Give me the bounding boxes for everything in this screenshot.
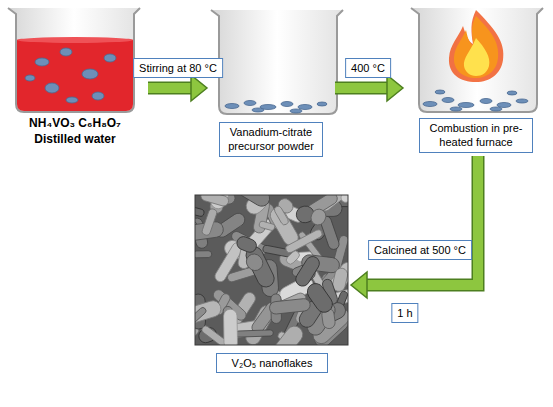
arrow-outline xyxy=(367,156,478,285)
arrow-head xyxy=(351,272,367,298)
process-arrow xyxy=(351,156,478,298)
sem-grain xyxy=(269,298,311,315)
beaker-combustion xyxy=(411,8,543,112)
product-box: V₂O₅ nanoflakes xyxy=(193,193,351,389)
sem-grain xyxy=(273,205,289,226)
beaker-powder xyxy=(211,10,343,114)
sem-grain xyxy=(195,306,207,338)
stage-label: Vanadium-citrate precursor powder xyxy=(219,122,323,157)
stage-box: Vanadium-citrate precursor powder xyxy=(207,8,335,158)
arrow-outline xyxy=(148,82,191,95)
stage-label: V₂O₅ nanoflakes xyxy=(216,353,328,373)
reagent-label: NH₄VO₃ C₆H₈O₇ Distilled water xyxy=(27,116,123,147)
sem-grain xyxy=(339,195,348,204)
sem-grain xyxy=(195,206,205,217)
sem-image xyxy=(173,176,362,362)
sem-grain xyxy=(293,254,322,289)
process-condition: Stirring at 80 °C xyxy=(133,58,223,78)
sem-grain xyxy=(235,330,273,337)
sem-grain xyxy=(309,207,329,227)
sem-grain xyxy=(223,309,237,345)
arrow-shaft xyxy=(367,156,478,285)
process-condition: Calcined at 500 °C xyxy=(368,240,472,260)
sem-grain xyxy=(201,208,218,236)
arrow-shaft xyxy=(148,83,191,93)
sem-grain xyxy=(304,280,336,315)
stage-label: Combustion in pre-heated furnace xyxy=(419,118,533,153)
sem-grain xyxy=(195,251,212,258)
process-arrow xyxy=(148,75,207,101)
sem-grain xyxy=(270,323,306,345)
arrow-head xyxy=(387,75,403,101)
process-arrow xyxy=(335,75,403,101)
sem-grain xyxy=(284,228,323,254)
stage-box: Combustion in pre-heated furnace xyxy=(403,4,549,156)
sem-grain xyxy=(243,251,266,274)
arrow-outline xyxy=(335,82,387,95)
sem-grain xyxy=(200,195,230,207)
time-label: 1 h xyxy=(391,303,418,323)
arrow-shaft xyxy=(335,83,387,93)
beaker-solution xyxy=(8,8,140,112)
process-condition: 400 °C xyxy=(345,58,391,78)
sem-grain xyxy=(259,221,276,232)
reagent-group: NH₄VO₃ C₆H₈O₇ Distilled water xyxy=(2,2,148,162)
arrow-head xyxy=(191,75,207,101)
sem-grain xyxy=(235,235,258,255)
sem-grain xyxy=(235,195,273,209)
